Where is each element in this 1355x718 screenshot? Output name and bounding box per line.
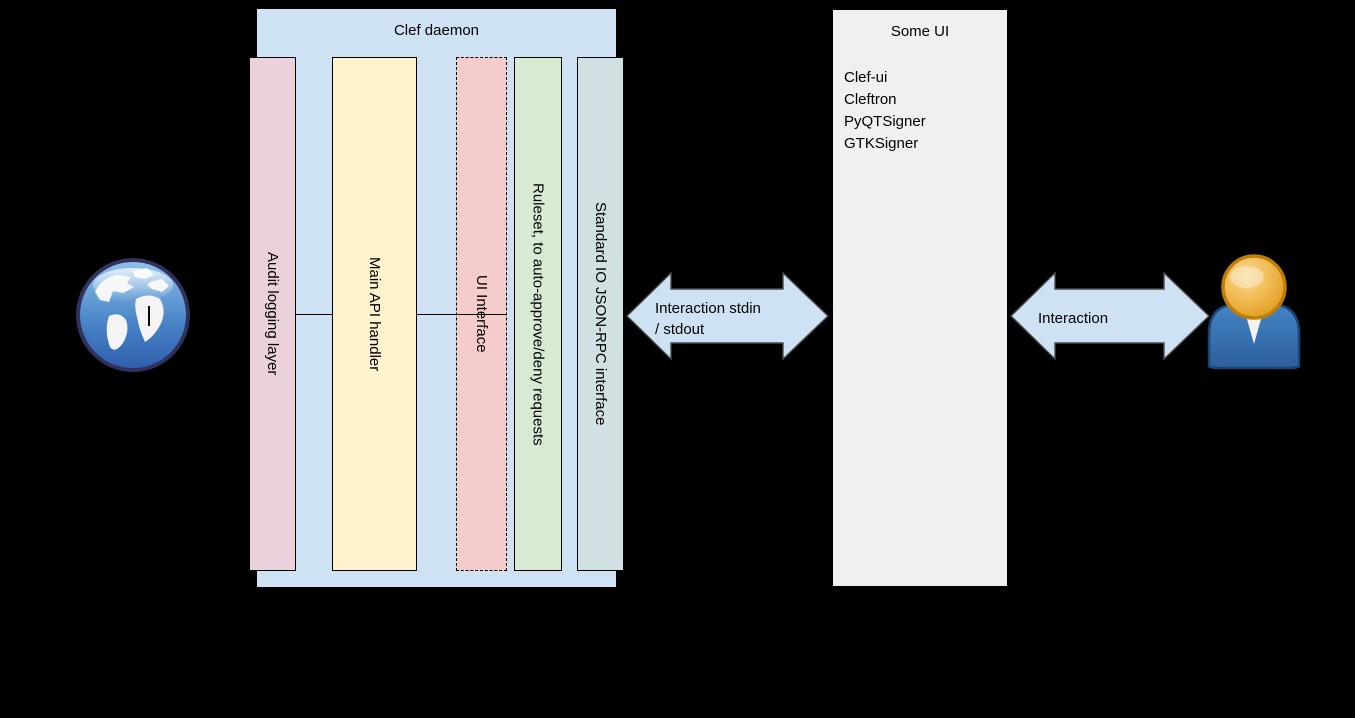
some-ui-item-pyqtsigner: PyQTSigner <box>844 113 926 130</box>
user-arrow-label: Interaction <box>1038 310 1109 327</box>
layer-label-stdio-jsonrpc: Standard IO JSON-RPC interface <box>592 202 609 426</box>
layer-label-main-api-handler: Main API handler <box>366 256 383 372</box>
some-ui-item-gtksigner: GTKSigner <box>844 135 919 152</box>
layer-label-ruleset: Ruleset, to auto-approve/deny requests <box>529 182 547 446</box>
user-interaction-arrow <box>1010 272 1210 361</box>
user-icon <box>1207 254 1301 370</box>
connector-line-segment-1 <box>296 314 332 315</box>
some-ui-container: Some UI Clef-ui Cleftron PyQTSigner GTKS… <box>832 9 1008 587</box>
layer-bar-main-api-handler: Main API handler <box>332 57 417 571</box>
some-ui-title: Some UI <box>890 23 950 40</box>
layer-label-ui-interface: UI Interface <box>473 275 490 353</box>
some-ui-item-cleftron: Cleftron <box>844 91 897 108</box>
layer-bar-audit-logging: Audit logging layer <box>249 57 296 571</box>
layer-bar-stdio-jsonrpc: Standard IO JSON-RPC interface <box>577 57 624 571</box>
stdio-arrow-label-line2: / stdout <box>655 321 705 338</box>
stdio-interaction-arrow <box>626 272 829 361</box>
clef-daemon-title: Clef daemon <box>393 22 480 39</box>
some-ui-item-clef-ui: Clef-ui <box>844 69 888 86</box>
stdio-arrow-label-line1: Interaction stdin <box>655 300 761 317</box>
some-ui-list: Clef-ui Cleftron PyQTSigner GTKSigner <box>844 67 926 155</box>
globe-icon <box>76 258 190 372</box>
clef-daemon-container: Clef daemon <box>256 8 617 588</box>
stdio-arrow-label: Interaction stdin / stdout <box>655 298 761 340</box>
text-cursor-mark <box>148 306 150 326</box>
layer-bar-ruleset: Ruleset, to auto-approve/deny requests <box>514 57 562 571</box>
layer-label-audit-logging: Audit logging layer <box>264 252 281 376</box>
connector-line-segment-2 <box>417 314 507 315</box>
